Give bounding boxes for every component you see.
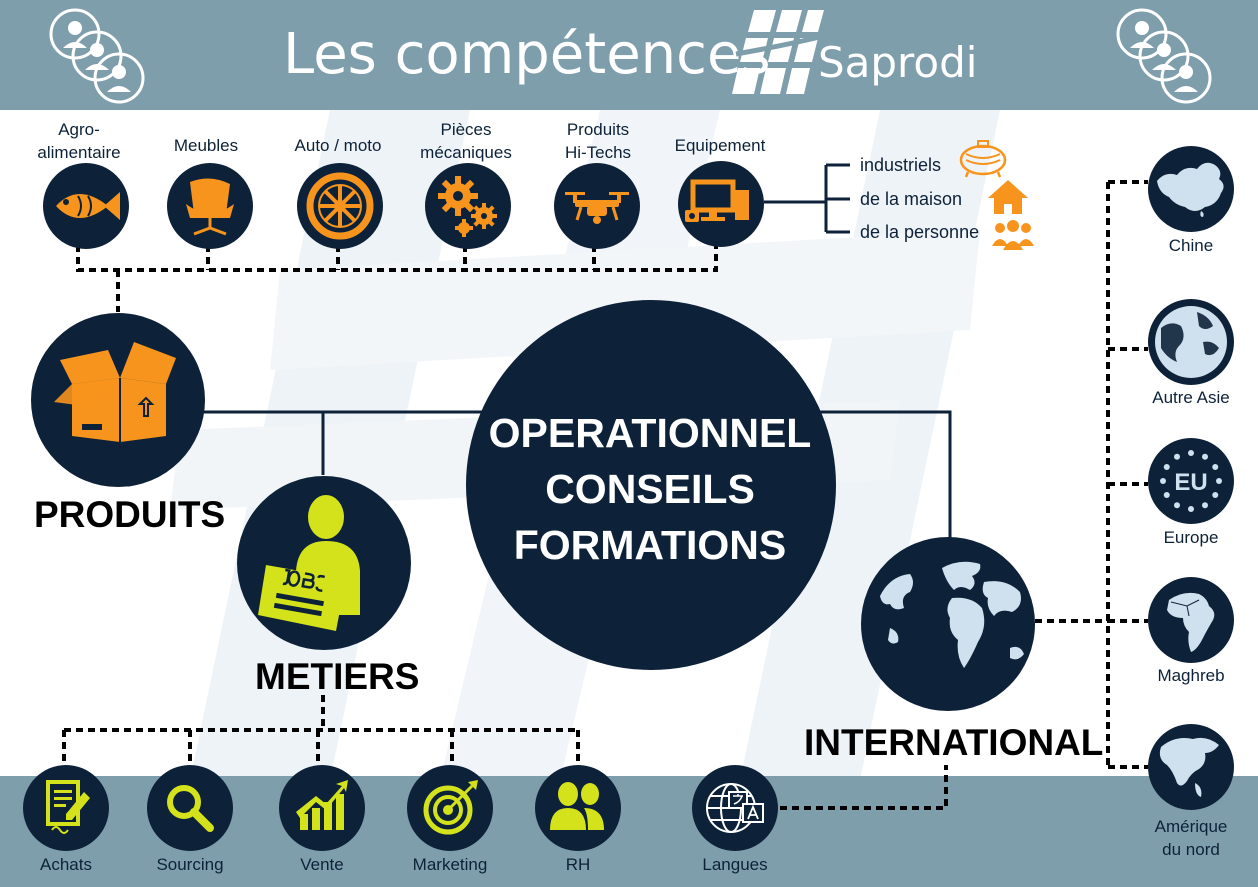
magnifier-icon [147,765,233,851]
intl-label-amerique: Amérique du nord [1154,817,1228,859]
eu-star [1202,453,1208,460]
produit-label-pieces: Pièces mécaniques [420,120,512,162]
center-circle [466,300,836,670]
equipement-sub-personne: de la personne [860,222,980,242]
metier-label-vente: Vente [300,855,344,874]
page-title: Les compétences [283,22,771,87]
eu-star [1202,502,1208,509]
intl-label-europe: Europe [1163,528,1219,547]
brand-name: Saprodi [818,38,978,87]
eu-star [1212,492,1219,498]
wheel-icon [297,163,383,249]
document-pen-icon [23,765,109,851]
tank-icon [959,140,1007,178]
metier-label-rh: RH [565,855,591,874]
produit-label-hitech: Produits Hi-Techs [564,120,632,162]
chair-icon [167,163,253,249]
eu-star [1160,478,1166,484]
china-map-icon [1148,146,1234,232]
intl-label-autre-asie: Autre Asie [1152,388,1230,407]
header-bar [0,0,1258,110]
hub-label-metiers: METIERS [255,656,420,697]
drone-icon [554,163,640,249]
north-america-map-icon [1148,724,1234,810]
translate-globe-icon [692,765,778,851]
team-people-icon-left [49,8,145,104]
eu-star [1174,502,1180,509]
growth-chart-icon [279,765,365,851]
saprodi-logo-icon [732,10,825,94]
center-line-formations: FORMATIONS [513,522,787,568]
hub-label-produits: PRODUITS [34,494,226,535]
eu-star [1188,506,1194,512]
produit-label-equipement: Equipement [674,136,766,155]
metier-label-sourcing: Sourcing [156,855,224,874]
team-icon [535,765,621,851]
intl-label-maghreb: Maghreb [1157,666,1225,685]
equipement-sub-maison: de la maison [860,189,963,209]
africa-map-icon [1148,577,1234,663]
eu-star [1216,478,1222,484]
metier-label-marketing: Marketing [412,855,488,874]
jobs-person-icon [237,476,411,650]
team-people-icon-right [1116,8,1212,104]
eu-flag-icon: EU [1148,438,1234,524]
people-icon [992,220,1034,250]
eu-star [1174,453,1180,460]
produits-box-icon [31,313,205,487]
world-globe-icon [861,537,1035,711]
langues-label: Langues [702,855,768,874]
fish-icon [43,163,129,249]
asia-globe-icon [1148,299,1234,385]
produit-label-meubles: Meubles [173,136,239,155]
eu-star [1163,492,1170,498]
house-icon [988,180,1028,214]
center-line-conseils: CONSEILS [545,466,755,512]
eu-star [1188,450,1194,456]
gears-icon [425,163,511,249]
produit-label-auto: Auto / moto [294,136,382,155]
eu-badge-text: EU [1174,469,1207,496]
equipement-sub-industriels: industriels [860,155,942,175]
center-title: OPERATIONNEL CONSEILS FORMATIONS [470,405,830,573]
eu-star [1163,464,1170,470]
produit-label-agro: Agro- alimentaire [37,120,121,162]
intl-label-chine: Chine [1168,236,1214,255]
center-line-operationnel: OPERATIONNEL [488,410,812,456]
computer-icon [678,161,764,247]
hub-label-international: INTERNATIONAL [804,722,1104,763]
target-icon [407,765,493,851]
metier-label-achats: Achats [40,855,92,874]
eu-star [1212,464,1219,470]
